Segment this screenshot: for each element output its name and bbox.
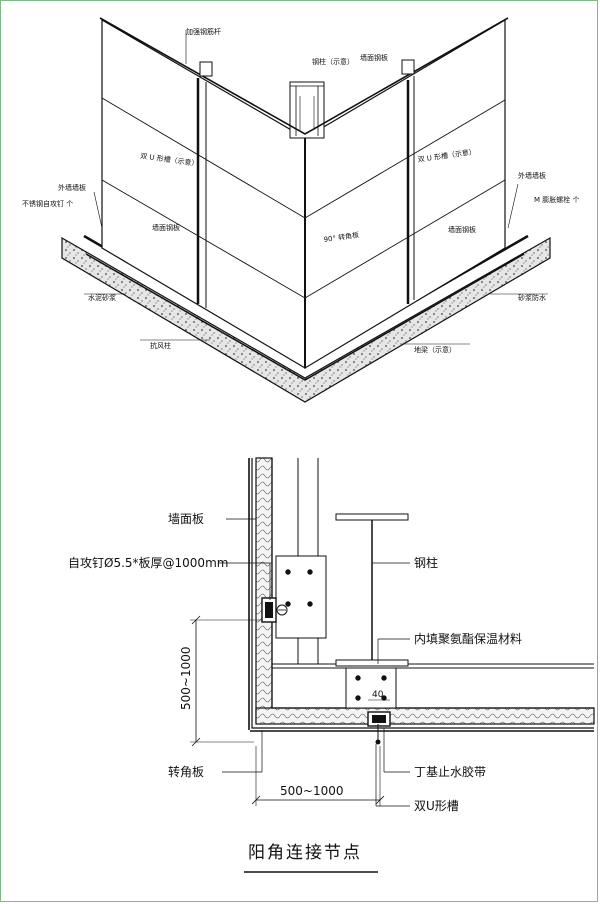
label-steel-col-top: 钢柱（示意）	[312, 57, 354, 66]
steel-column-iso	[289, 81, 325, 139]
label-corner-board: 转角板	[168, 764, 204, 779]
label-steel-column: 钢柱	[414, 555, 438, 570]
label-top-board-right: 墙面钢板	[360, 53, 388, 62]
label-double-u: 双U形槽	[414, 799, 459, 813]
label-left-wall-panel: 墙面钢板	[152, 223, 180, 232]
label-right-edge-top: 外墙墙板	[518, 171, 546, 180]
label-base-right-2: 地梁（示意）	[414, 345, 456, 354]
isometric-view: 加强钢筋杆 钢柱（示意） 墙面钢板 双 U 形槽（示意） 双 U 形槽（示意） …	[22, 17, 580, 403]
wall-panel-horizontal	[255, 707, 595, 725]
dim-vertical: 500~1000	[179, 647, 193, 711]
label-base-right-1: 砂浆防水	[518, 293, 546, 302]
label-right-edge-bottom: M 膨胀螺栓 个	[534, 195, 580, 204]
label-screw: 自攻钉Ø5.5*板厚@1000mm	[68, 556, 228, 570]
label-left-edge-top: 外墙墙板	[58, 183, 86, 192]
label-right-wall-panel: 墙面钢板	[448, 225, 476, 234]
detail-view: 40 500~1000 500~1000 墙面板 自攻钉Ø5.5*板厚@1000…	[68, 457, 595, 813]
page-title: 阳角连接节点	[248, 843, 362, 863]
wall-panel-vertical	[255, 457, 273, 724]
corner-board	[248, 458, 594, 732]
label-base-left-1: 水泥砂浆	[88, 293, 116, 302]
label-insulation: 内填聚氨酯保温材料	[414, 632, 522, 646]
label-left-edge-bottom: 不锈钢自攻钉 个	[22, 199, 73, 208]
connection-plate-upper	[275, 555, 327, 639]
label-wall-panel: 墙面板	[168, 512, 204, 526]
dim-horizontal: 500~1000	[280, 784, 344, 798]
concrete-base	[61, 236, 551, 403]
label-top-gauge-left: 加强钢筋杆	[186, 27, 221, 36]
connection-plate-lower	[345, 667, 397, 709]
label-waterstop: 丁基止水胶带	[414, 764, 486, 779]
dim-40: 40	[372, 690, 384, 700]
label-base-left-2: 抗风柱	[150, 341, 171, 350]
